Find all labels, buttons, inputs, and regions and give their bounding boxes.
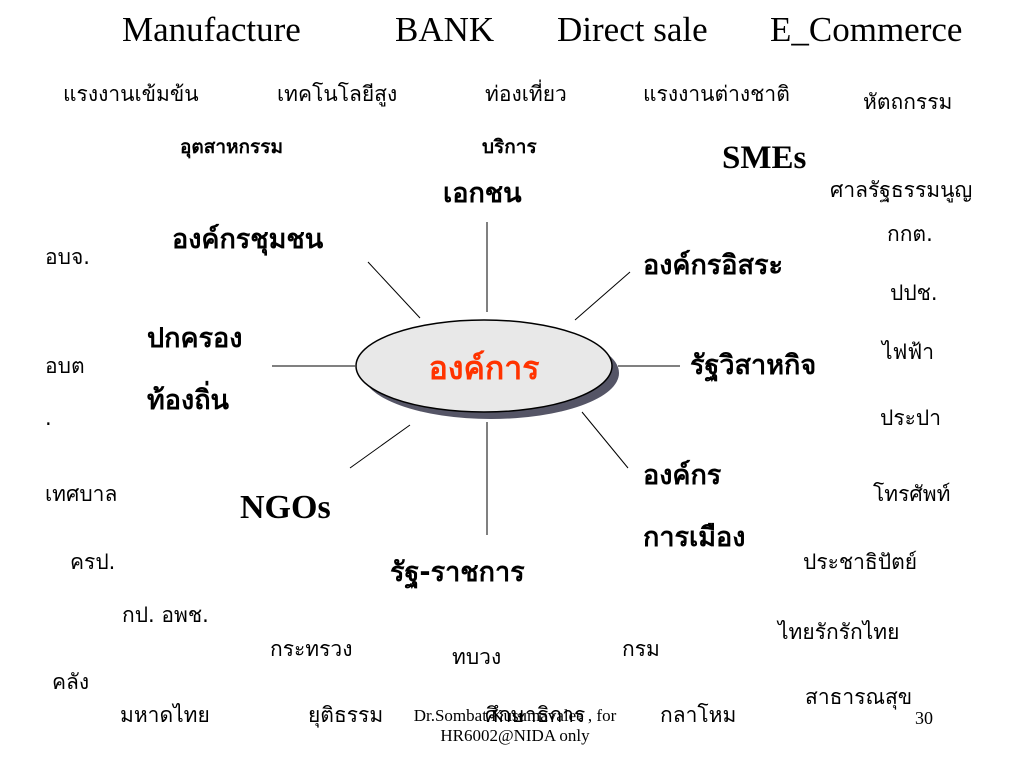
label-handicraft: หัตถกรรม <box>863 90 953 114</box>
label-justice: ยุติธรรม <box>308 703 384 727</box>
center-ellipse <box>355 319 619 419</box>
spoke-community <box>367 261 421 319</box>
label-foreign-labor: แรงงานต่างชาติ <box>643 82 790 106</box>
spoke-label-community: องค์กรชุมชน <box>172 224 324 255</box>
label-department: กรม <box>622 637 660 661</box>
label-department-sub: ทบวง <box>452 645 502 669</box>
label-nacc: ปปช. <box>890 281 938 305</box>
label-interior: มหาดไทย <box>120 703 210 727</box>
spoke-political <box>581 411 629 469</box>
label-democrat: ประชาธิปัตย์ <box>803 550 918 574</box>
spoke-label-independent: องค์กรอิสระ <box>643 250 784 281</box>
label-pao: อบจ. <box>45 245 90 269</box>
spoke-label-local-gov-2: ท้องถิ่น <box>147 385 230 416</box>
label-constitutional-court: ศาลรัฐธรรมนูญ <box>830 178 973 202</box>
center-label: องค์การ <box>428 349 540 387</box>
spoke-label-political-1: องค์กร <box>643 460 722 491</box>
footer-credit: Dr.Sombat Kusumavalee , for HR6002@NIDA … <box>380 706 650 747</box>
spoke-label-local-gov-1: ปกครอง <box>147 323 243 354</box>
spoke-ngos <box>349 424 411 469</box>
header-manufacture: Manufacture <box>122 10 301 49</box>
spoke-label-state-enterprise: รัฐวิสาหกิจ <box>690 350 817 381</box>
label-ocsc: กป. อพช. <box>122 603 209 627</box>
label-smes: SMEs <box>722 140 807 176</box>
label-municipality: เทศบาล <box>45 482 118 506</box>
label-tao-2: . <box>45 406 52 430</box>
label-tao-1: อบต <box>45 354 85 378</box>
header-bank: BANK <box>395 10 495 49</box>
label-ect: กกต. <box>887 222 933 246</box>
spoke-label-political-2: การเมือง <box>643 522 746 553</box>
page-number: 30 <box>915 708 933 728</box>
spoke-label-private: เอกชน <box>443 178 522 209</box>
header-ecommerce: E_Commerce <box>770 10 963 49</box>
label-thai-rak-thai: ไทยรักรักไทย <box>778 620 900 644</box>
label-teacher: ครป. <box>70 550 116 574</box>
spoke-label-ngos: NGOs <box>240 489 331 526</box>
label-service: บริการ <box>482 136 537 158</box>
spoke-label-government: รัฐ-ราชการ <box>390 557 525 588</box>
footer-credit-line2: HR6002@NIDA only <box>440 726 590 746</box>
label-industry: อุตสาหกรรม <box>180 136 283 158</box>
label-education: ศึกษาธิการ <box>485 703 586 727</box>
spoke-independent <box>574 271 631 321</box>
footer-credit-line1: Dr.Sombat Kusumavalee , for <box>413 706 617 725</box>
label-telephone: โทรศัพท์ <box>873 482 951 506</box>
label-tourism: ท่องเที่ยว <box>485 82 567 106</box>
label-ministry: กระทรวง <box>270 637 353 661</box>
label-defense: กลาโหม <box>660 703 737 727</box>
header-direct-sale: Direct sale <box>557 10 708 49</box>
label-labor-intensive: แรงงานเข้มข้น <box>63 82 199 106</box>
center-node: องค์การ <box>355 315 620 425</box>
label-finance: คลัง <box>52 670 90 694</box>
label-high-tech: เทคโนโลยีสูง <box>277 82 398 106</box>
label-public-health: สาธารณสุข <box>805 685 913 709</box>
label-water: ประปา <box>880 406 942 430</box>
label-electricity: ไฟฟ้า <box>882 340 935 364</box>
